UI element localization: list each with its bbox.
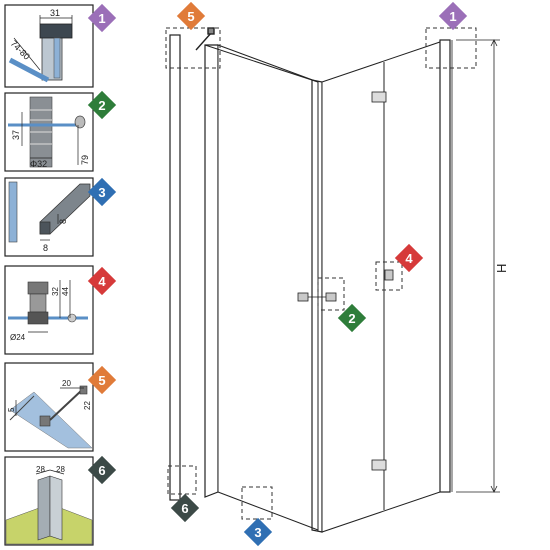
detail-panel-4 — [4, 265, 94, 355]
detail-1-range: 74-80 — [9, 38, 32, 61]
detail-2-diameter: Φ32 — [30, 159, 47, 169]
left-glass — [217, 44, 319, 531]
svg-text:5: 5 — [187, 9, 194, 24]
detail-3-drawing — [8, 181, 91, 243]
svg-text:1: 1 — [449, 9, 456, 24]
detail-4-side: 44 — [61, 287, 70, 296]
detail-1-drawing — [8, 15, 73, 83]
svg-text:3: 3 — [254, 525, 261, 540]
detail-5-a: 20 — [62, 379, 71, 388]
svg-text:6: 6 — [181, 501, 188, 516]
callout-box-6 — [167, 465, 197, 495]
left-wall-profile — [169, 34, 181, 501]
knob-right — [384, 269, 394, 281]
svg-text:3: 3 — [98, 185, 105, 200]
svg-text:2: 2 — [98, 98, 105, 113]
hinges — [371, 91, 387, 471]
detail-6-b: 28 — [56, 465, 65, 474]
detail-6-drawing — [5, 469, 93, 545]
detail-panel-1 — [4, 4, 94, 88]
detail-6-a: 28 — [36, 465, 45, 474]
detail-panel-5 — [4, 362, 94, 452]
svg-text:1: 1 — [98, 11, 105, 26]
svg-text:5: 5 — [98, 373, 105, 388]
right-glass — [321, 41, 441, 533]
enclosure — [169, 34, 453, 533]
badge-6-left: 6 — [87, 455, 117, 485]
badge-1-left: 1 — [87, 3, 117, 33]
svg-text:4: 4 — [405, 251, 413, 266]
badge-6-main: 6 — [170, 493, 200, 523]
badge-3-main: 3 — [243, 517, 273, 547]
svg-text:4: 4 — [98, 274, 106, 289]
detail-5-b: 22 — [83, 401, 92, 410]
height-dimension — [456, 39, 500, 493]
detail-5-c: 5 — [7, 407, 16, 412]
hinge-top — [371, 91, 387, 103]
badge-2-left: 2 — [87, 90, 117, 120]
callout-box-2 — [317, 277, 345, 311]
detail-2-drawing — [8, 96, 86, 168]
detail-2-height: 37 — [11, 130, 21, 140]
detail-panel-3 — [4, 177, 94, 257]
knob-left-a — [297, 292, 309, 302]
badge-1-main: 1 — [438, 1, 468, 31]
detail-4-diameter: Ø24 — [10, 333, 26, 342]
badge-5-main: 5 — [176, 1, 206, 31]
callout-box-4 — [375, 261, 403, 291]
top-edge-left — [204, 44, 319, 83]
detail-panel-2 — [4, 92, 94, 172]
svg-text:6: 6 — [98, 463, 105, 478]
knob-left-b — [325, 292, 337, 302]
callout-box-5 — [165, 27, 221, 69]
badge-4-left: 4 — [87, 266, 117, 296]
detail-4-top: 32 — [51, 287, 60, 296]
detail-4-drawing — [8, 280, 88, 333]
left-door — [204, 44, 219, 498]
detail-3-b: 8 — [58, 219, 68, 224]
knobs — [297, 269, 394, 302]
detail-1-width: 31 — [50, 8, 60, 18]
detail-2-offset: 79 — [80, 155, 90, 165]
badge-3-left: 3 — [87, 177, 117, 207]
badge-5-left: 5 — [87, 365, 117, 395]
svg-text:2: 2 — [348, 311, 355, 326]
height-label: H — [494, 264, 509, 273]
detail-3-a: 8 — [43, 243, 48, 253]
right-wall-profile — [439, 39, 451, 493]
hinge-bottom — [371, 459, 387, 471]
detail-5-drawing — [9, 385, 93, 449]
detail-panel-6 — [4, 456, 94, 546]
detail-panels — [4, 4, 94, 546]
